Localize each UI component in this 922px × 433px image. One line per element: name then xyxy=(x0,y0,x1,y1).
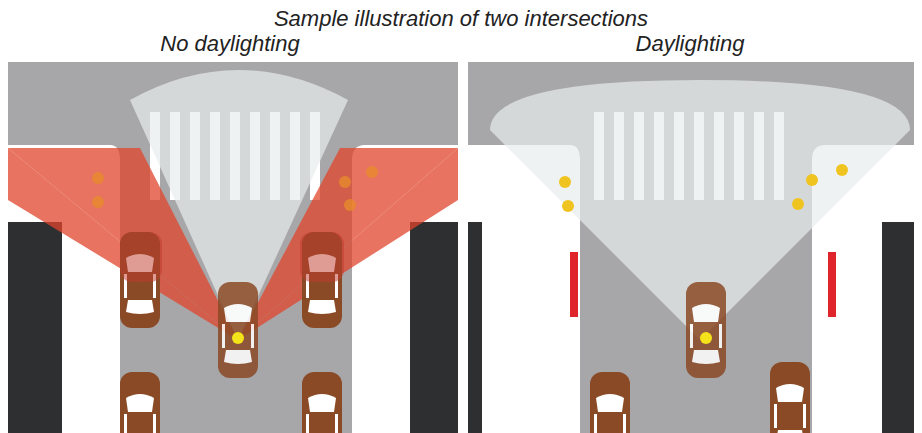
no-daylighting-panel xyxy=(8,62,458,433)
panel-heading: No daylighting xyxy=(160,31,299,57)
panel-heading: Daylighting xyxy=(636,31,745,57)
daylighting-panel xyxy=(468,62,914,433)
diagram-title: Sample illustration of two intersections xyxy=(274,6,648,32)
